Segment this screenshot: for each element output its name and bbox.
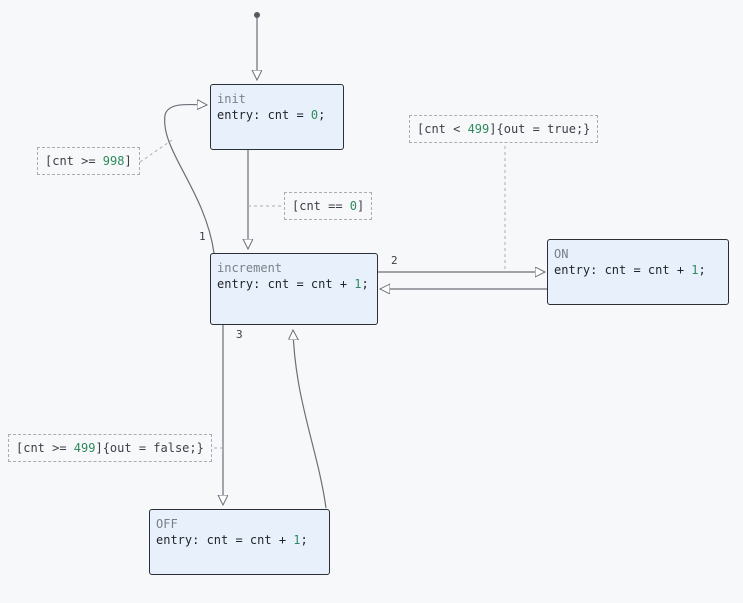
- state-on-entry: entry: cnt = cnt + 1;: [554, 263, 706, 277]
- initial-pseudostate: [254, 12, 260, 18]
- state-init-entry: entry: cnt = 0;: [217, 108, 326, 122]
- edge-increment-to-init: [164, 104, 215, 254]
- guard-zero: [cnt == 0]: [284, 192, 373, 220]
- state-init-name: init: [217, 92, 246, 106]
- state-increment-entry: entry: cnt = cnt + 1;: [217, 277, 369, 291]
- state-init[interactable]: init entry: cnt = 0;: [210, 84, 344, 150]
- state-off-name: OFF: [156, 517, 178, 531]
- guard-reset: [cnt >= 998]: [37, 147, 140, 175]
- state-increment-name: increment: [217, 261, 283, 275]
- edge-off-to-increment: [293, 330, 327, 509]
- state-on[interactable]: ON entry: cnt = cnt + 1;: [547, 239, 729, 305]
- guard-to-off: [cnt >= 499]{out = false;}: [8, 434, 212, 462]
- state-increment[interactable]: increment entry: cnt = cnt + 1;: [210, 253, 378, 325]
- guard-to-on: [cnt < 499]{out = true;}: [409, 115, 599, 143]
- transition-label-1: 1: [199, 230, 206, 243]
- transition-label-3: 3: [236, 328, 243, 341]
- transition-label-2: 2: [391, 254, 398, 267]
- state-off-entry: entry: cnt = cnt + 1;: [156, 533, 308, 547]
- state-off[interactable]: OFF entry: cnt = cnt + 1;: [149, 509, 330, 575]
- state-on-name: ON: [554, 247, 569, 261]
- guard-leader-reset: [139, 139, 173, 163]
